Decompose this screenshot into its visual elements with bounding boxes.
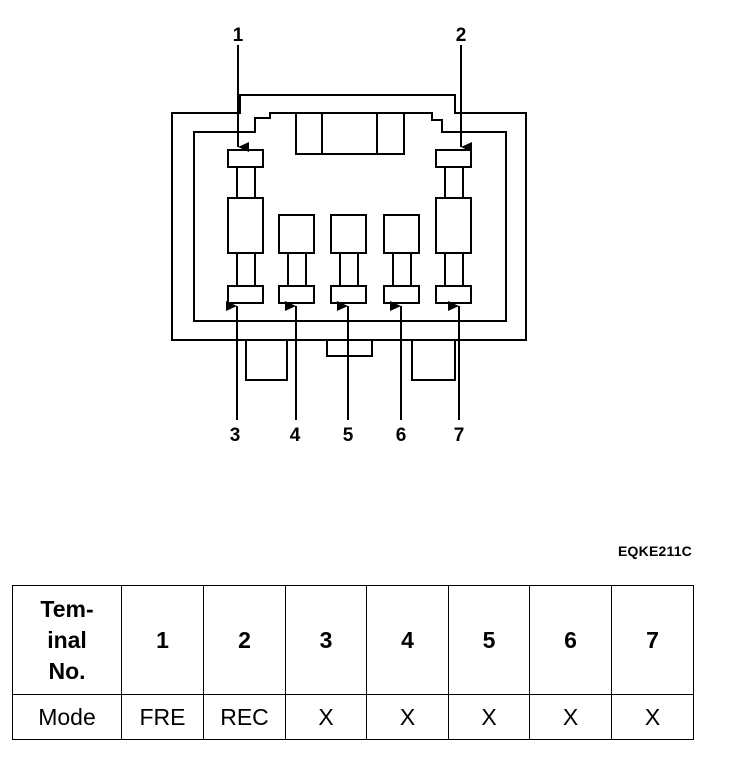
mode-cell: REC [203,694,286,740]
connector-diagram: 1 2 3 4 5 6 7 [171,25,527,446]
connector-housing [171,94,527,381]
terminal-number-cell: 4 [366,585,449,695]
terminal-number-cell: 7 [611,585,694,695]
mode-header: Mode [12,694,122,740]
terminal-pins [227,149,472,304]
mode-cell: X [611,694,694,740]
pin-label-6: 6 [396,425,407,446]
pin-labels: 1 2 3 4 5 6 7 [230,25,467,446]
pin-label-5: 5 [343,425,354,446]
terminal-number-row: Tem- inal No. 1 2 3 4 5 6 7 [12,585,694,695]
terminal-number-header: Tem- inal No. [12,585,122,695]
terminal-number-cell: 5 [448,585,530,695]
mode-cell: X [366,694,449,740]
mode-cell: X [448,694,530,740]
terminal-number-cell: 1 [121,585,204,695]
mode-cell: X [285,694,367,740]
pin-label-7: 7 [454,425,465,446]
figure-code: EQKE211C [618,543,692,559]
mode-cell: FRE [121,694,204,740]
leader-arrows [226,45,472,420]
pin-label-3: 3 [230,425,241,446]
terminal-mode-table: Tem- inal No. 1 2 3 4 5 6 7 Mode FRE REC… [12,585,694,740]
pin-label-2: 2 [456,25,467,46]
header-label-line: inal [47,626,87,653]
pin-label-4: 4 [290,425,301,446]
header-label-line: Tem- [40,595,94,622]
terminal-number-cell: 3 [285,585,367,695]
terminal-number-cell: 6 [529,585,612,695]
header-label-line: No. [48,657,86,684]
mode-row: Mode FRE REC X X X X X [12,694,694,740]
terminal-number-cell: 2 [203,585,286,695]
mode-cell: X [529,694,612,740]
pin-label-1: 1 [233,25,244,46]
